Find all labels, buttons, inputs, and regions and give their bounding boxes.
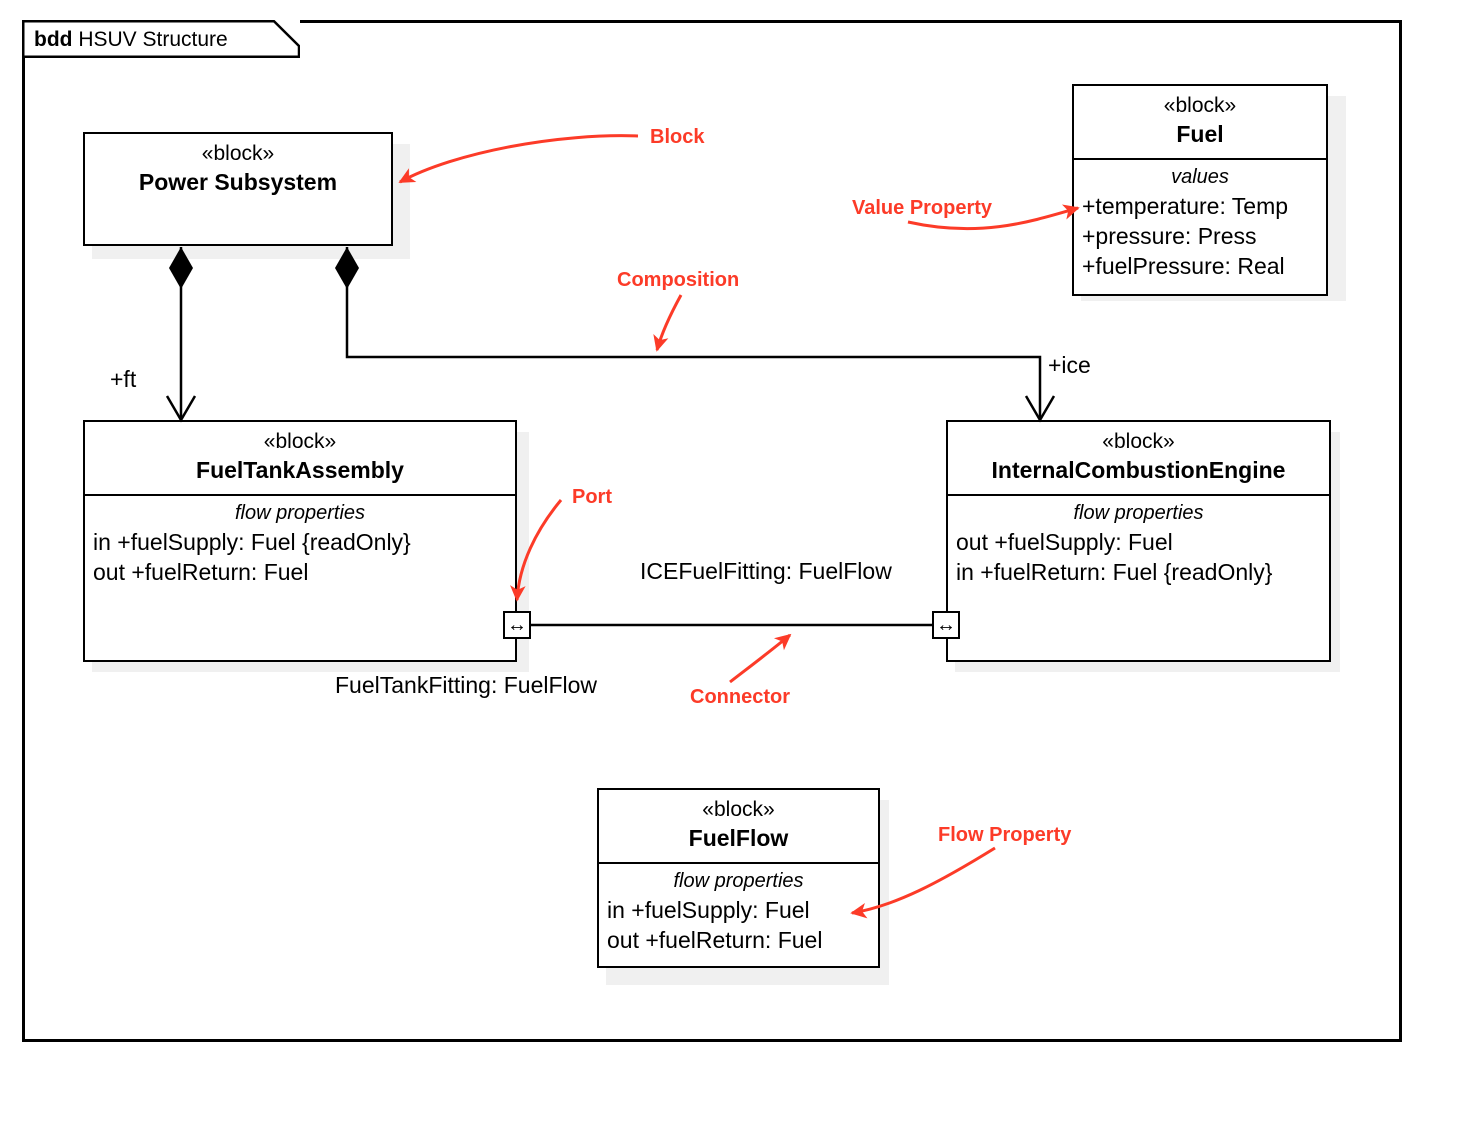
internal-combustion-engine-flow-fuelsupply: out +fuelSupply: Fuel xyxy=(956,528,1173,555)
frame-tab-label: bdd HSUV Structure xyxy=(34,29,228,50)
edge-label-fuel-tank-fitting: FuelTankFitting: FuelFlow xyxy=(335,672,598,698)
block-fuel-tank-assembly[interactable]: «block» FuelTankAssembly flow properties… xyxy=(83,420,517,662)
diagram-title: HSUV Structure xyxy=(78,27,228,51)
fuel-flow-stereotype: «block» xyxy=(702,798,775,821)
fuel-tank-assembly-flow-title: flow properties xyxy=(234,501,366,524)
internal-combustion-engine-flow-compartment: flow properties out +fuelSupply: Fuel in… xyxy=(948,493,1329,596)
power-subsystem-stereotype: «block» xyxy=(201,142,275,165)
annotation-block: Block xyxy=(650,126,705,148)
fuel-values-compartment: values +temperature: Temp +pressure: Pre… xyxy=(1074,157,1326,290)
fuel-value-property-fuelpressure: +fuelPressure: Real xyxy=(1082,252,1285,279)
bidirectional-arrow-icon: ↔ xyxy=(507,614,527,636)
power-subsystem-header: «block» Power Subsystem xyxy=(85,134,391,206)
internal-combustion-engine-stereotype: «block» xyxy=(1102,430,1175,453)
internal-combustion-engine-name: InternalCombustionEngine xyxy=(991,456,1286,483)
block-internal-combustion-engine[interactable]: «block» InternalCombustionEngine flow pr… xyxy=(946,420,1331,662)
power-subsystem-name: Power Subsystem xyxy=(138,168,338,195)
diagram-frame-tab: bdd HSUV Structure xyxy=(22,20,300,58)
diagram-frame xyxy=(22,20,1402,1042)
annotation-value-property: Value Property xyxy=(852,197,993,219)
edge-label-ice: +ice xyxy=(1048,352,1091,378)
fuel-tank-assembly-flow-compartment: flow properties in +fuelSupply: Fuel {re… xyxy=(85,493,515,596)
fuel-header: «block» Fuel xyxy=(1074,86,1326,158)
fuel-flow-name: FuelFlow xyxy=(688,824,789,851)
bidirectional-arrow-icon: ↔ xyxy=(936,614,956,636)
fuel-value-property-pressure: +pressure: Press xyxy=(1082,222,1257,249)
fuel-tank-assembly-flow-fuelsupply: in +fuelSupply: Fuel {readOnly} xyxy=(93,528,411,555)
fuel-flow-flow-fuelsupply: in +fuelSupply: Fuel xyxy=(607,896,810,923)
fuel-value-property-temperature: +temperature: Temp xyxy=(1082,192,1289,219)
fuel-name: Fuel xyxy=(1176,120,1224,147)
block-power-subsystem[interactable]: «block» Power Subsystem xyxy=(83,132,393,246)
port-ice-fuel-fitting[interactable]: ↔ xyxy=(932,611,960,639)
fuel-flow-flow-compartment: flow properties in +fuelSupply: Fuel out… xyxy=(599,861,878,964)
internal-combustion-engine-flow-fuelreturn: in +fuelReturn: Fuel {readOnly} xyxy=(956,558,1273,585)
edge-label-ice-fuel-fitting: ICEFuelFitting: FuelFlow xyxy=(640,558,892,584)
annotation-connector: Connector xyxy=(690,686,790,708)
fuel-flow-flow-title: flow properties xyxy=(673,869,804,892)
annotation-flow-property: Flow Property xyxy=(938,824,1072,846)
fuel-tank-assembly-header: «block» FuelTankAssembly xyxy=(85,422,515,494)
fuel-values-title: values xyxy=(1171,165,1229,188)
internal-combustion-engine-flow-title: flow properties xyxy=(1073,501,1204,524)
block-fuel-flow[interactable]: «block» FuelFlow flow properties in +fue… xyxy=(597,788,880,968)
internal-combustion-engine-header: «block» InternalCombustionEngine xyxy=(948,422,1329,494)
annotation-composition: Composition xyxy=(617,269,740,291)
port-fuel-tank-fitting[interactable]: ↔ xyxy=(503,611,531,639)
frame-tab-shape xyxy=(22,20,300,58)
block-fuel[interactable]: «block» Fuel values +temperature: Temp +… xyxy=(1072,84,1328,296)
fuel-stereotype: «block» xyxy=(1163,94,1237,117)
fuel-flow-flow-fuelreturn: out +fuelReturn: Fuel xyxy=(607,926,823,953)
fuel-tank-assembly-stereotype: «block» xyxy=(263,430,337,453)
edge-label-ft: +ft xyxy=(110,366,137,392)
fuel-tank-assembly-flow-fuelreturn: out +fuelReturn: Fuel xyxy=(93,558,309,585)
fuel-tank-assembly-name: FuelTankAssembly xyxy=(196,456,404,483)
fuel-flow-header: «block» FuelFlow xyxy=(599,790,878,862)
annotation-port: Port xyxy=(572,486,612,508)
diagram-kind: bdd xyxy=(34,27,73,51)
